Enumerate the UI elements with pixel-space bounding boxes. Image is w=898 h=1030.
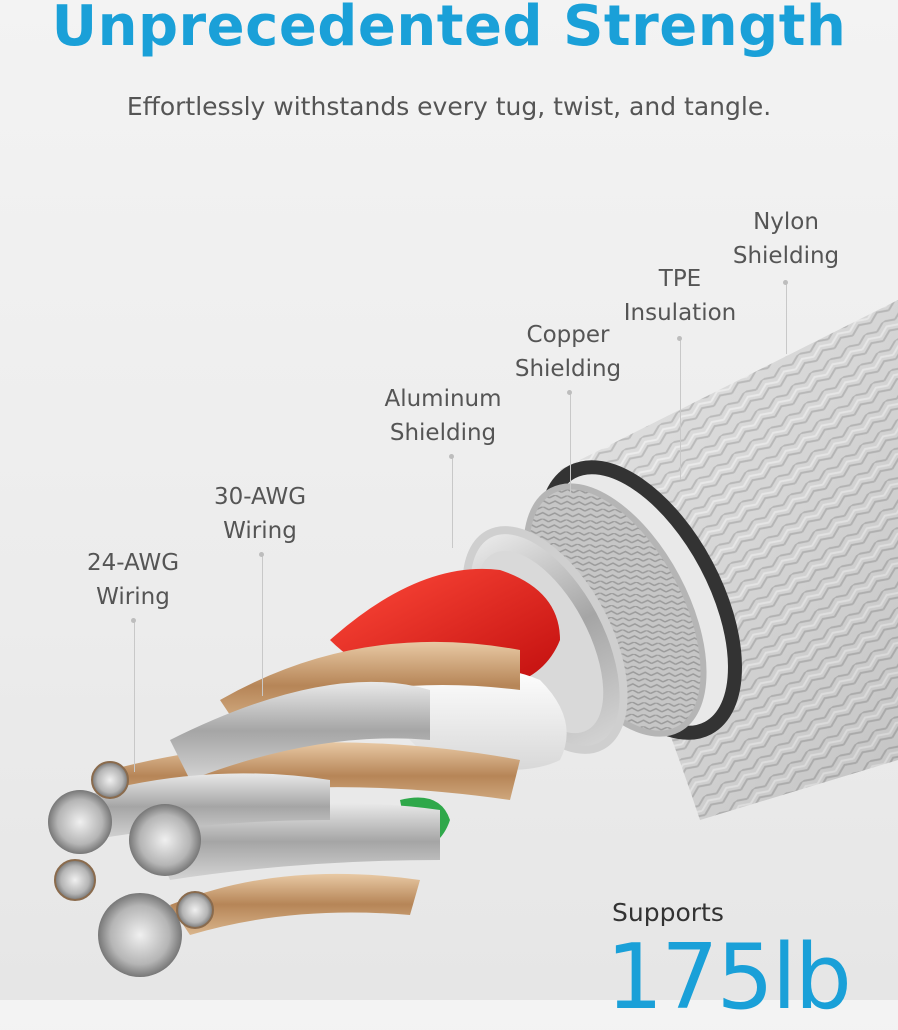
label-nylon-shielding: Nylon Shielding	[686, 205, 886, 273]
leader-line-24awg	[134, 622, 135, 772]
leader-dot-24awg	[131, 618, 136, 623]
label-line1: Nylon	[753, 209, 819, 235]
label-24awg-wiring: 24-AWG Wiring	[33, 546, 233, 614]
leader-dot-nylon	[783, 280, 788, 285]
leader-dot-30awg	[259, 552, 264, 557]
label-line1: Copper	[526, 322, 610, 348]
leader-line-aluminum	[452, 458, 453, 548]
cable-illustration	[48, 300, 898, 977]
leader-dot-copper	[567, 390, 572, 395]
label-copper-shielding: Copper Shielding	[468, 318, 668, 386]
label-line1: 24-AWG	[86, 550, 180, 576]
label-line2: Wiring	[223, 518, 297, 544]
leader-line-30awg	[262, 556, 263, 696]
label-line2: Wiring	[96, 584, 170, 610]
leader-dot-tpe	[677, 336, 682, 341]
label-line1: 30-AWG	[213, 484, 307, 510]
label-line2: Shielding	[732, 243, 840, 269]
supports-value: 175lb	[606, 925, 852, 1030]
page-subtitle: Effortlessly withstands every tug, twist…	[126, 92, 772, 121]
label-line2: Insulation	[623, 300, 737, 326]
label-line1: Aluminum	[384, 386, 502, 412]
label-line1: TPE	[658, 266, 702, 292]
leader-dot-aluminum	[449, 454, 454, 459]
page-title: Unprecedented Strength	[51, 0, 847, 59]
leader-line-copper	[570, 394, 571, 494]
supports-label: Supports	[612, 898, 724, 927]
label-line2: Shielding	[514, 356, 622, 382]
label-30awg-wiring: 30-AWG Wiring	[160, 480, 360, 548]
leader-line-tpe	[680, 340, 681, 480]
label-line2: Shielding	[389, 420, 497, 446]
leader-line-nylon	[786, 284, 787, 354]
label-tpe-insulation: TPE Insulation	[580, 262, 780, 330]
label-aluminum-shielding: Aluminum Shielding	[343, 382, 543, 450]
